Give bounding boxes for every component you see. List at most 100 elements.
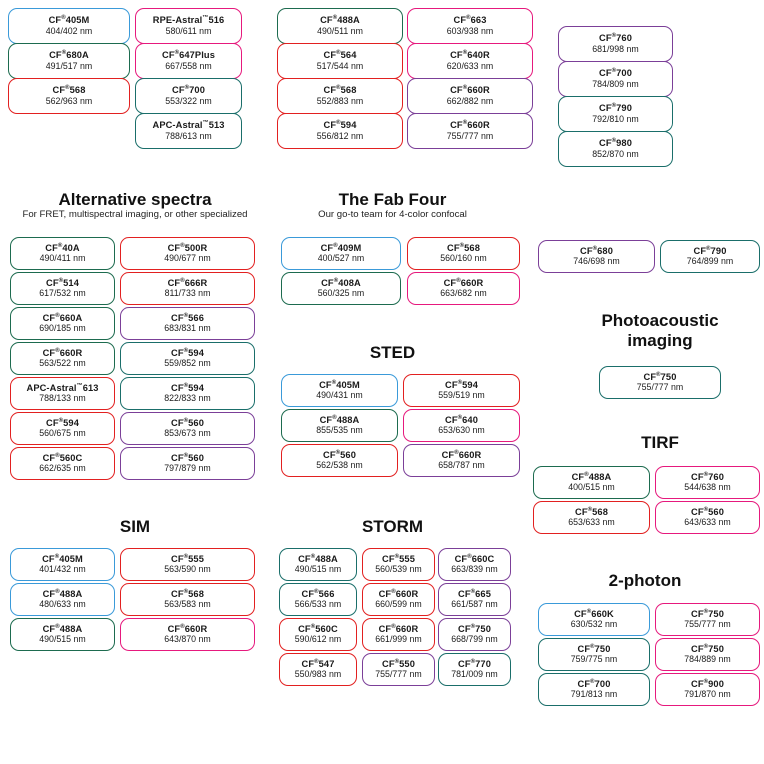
dye-name: CF®665: [458, 588, 491, 599]
trademark-mark: ®: [656, 371, 661, 378]
trademark-mark: ®: [55, 623, 60, 630]
trademark-mark: ™: [202, 15, 209, 22]
dye-name: CF®760: [691, 471, 724, 482]
trademark-mark: ®: [174, 50, 180, 57]
dye-spectra: 755/777 nm: [446, 130, 494, 141]
dye-name: CF®514: [46, 277, 79, 288]
dye-name: CF®680: [580, 245, 613, 256]
dye-spectra: 791/870 nm: [684, 689, 731, 700]
dye-name: CF®790: [599, 103, 632, 114]
trademark-mark: ®: [333, 277, 339, 284]
dye-spectra: 811/733 nm: [164, 288, 211, 299]
trademark-mark: ®: [310, 553, 316, 560]
dye-spectra: 643/633 nm: [684, 517, 731, 528]
trademark-mark: ®: [470, 658, 476, 665]
section-subheading-fab-four: Our go-to team for 4-color confocal: [318, 209, 467, 220]
dye-spectra: 401/432 nm: [39, 564, 86, 575]
dye-name: CF®566: [171, 312, 204, 323]
trademark-mark: ®: [454, 449, 459, 456]
dye-spectra: 759/775 nm: [570, 654, 618, 665]
trademark-mark: ®: [55, 588, 60, 595]
dye-spectra: 681/998 nm: [592, 43, 639, 54]
dye-name: CF®568: [323, 85, 357, 96]
trademark-mark: ®: [336, 85, 341, 92]
trademark-mark: ®: [58, 277, 64, 284]
